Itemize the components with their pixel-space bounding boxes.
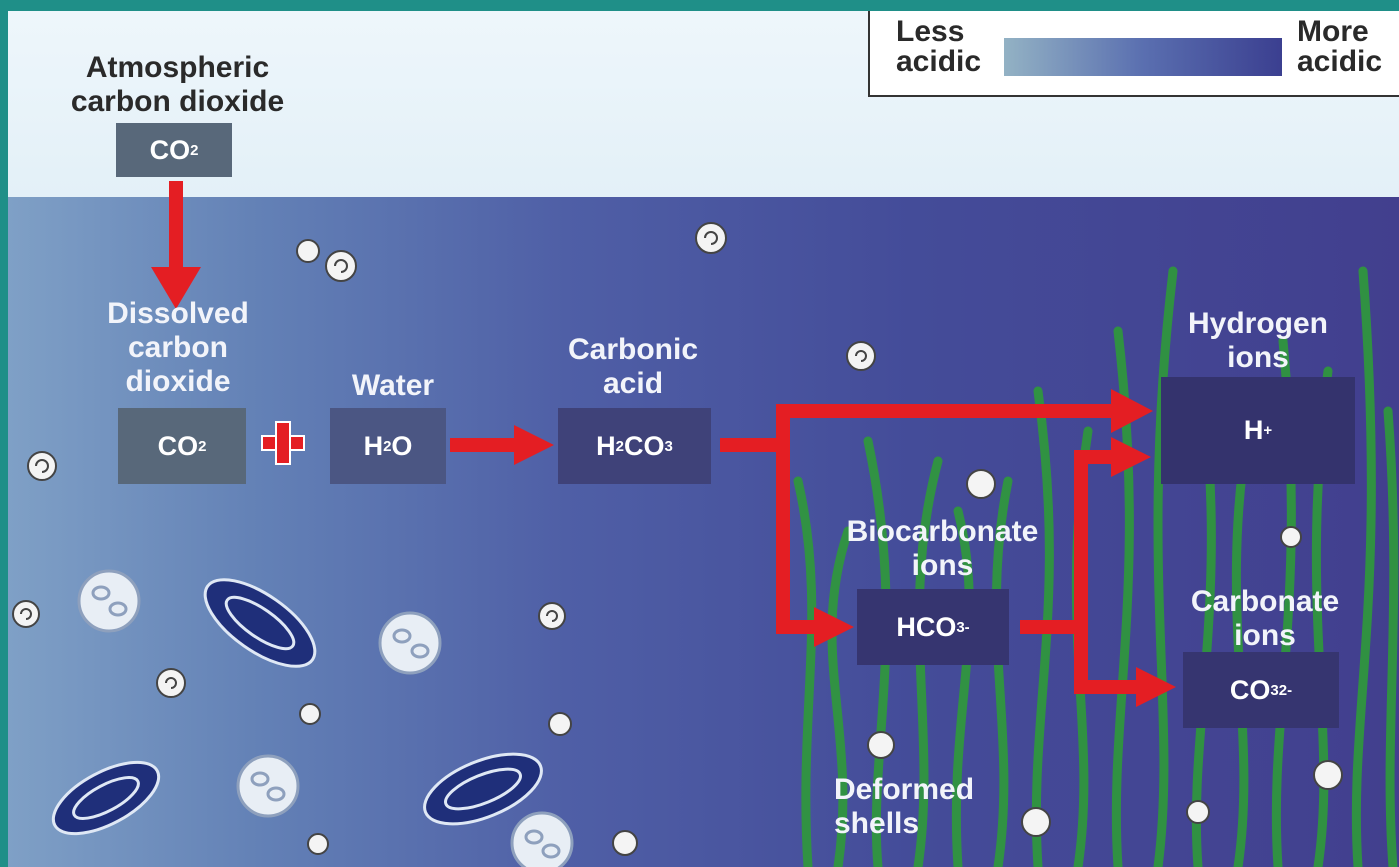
arrow-bicarbonate-to-carbonate <box>1074 627 1138 694</box>
spiral-shell-icon <box>538 602 566 630</box>
deformed-shell-icon <box>1186 800 1210 824</box>
spiral-shell-icon <box>846 341 876 371</box>
spiral-shell-icon <box>27 451 57 481</box>
mussel-icon <box>423 752 543 826</box>
arrowhead <box>1111 389 1153 433</box>
hydrogen-ion-box: H+ <box>1161 377 1355 484</box>
coccoliths <box>77 569 574 867</box>
arrow-layer <box>151 181 1176 707</box>
arrowhead <box>1136 667 1176 707</box>
water-label: Water <box>351 369 435 402</box>
arrowhead <box>1111 437 1151 477</box>
spiral-shell-icon <box>695 222 727 254</box>
shells <box>12 222 1343 856</box>
coccolith-icon <box>236 754 300 818</box>
arrowhead <box>814 607 854 647</box>
acidity-gradient-bar <box>1004 38 1282 76</box>
arrow-bicarbonate-split <box>1020 450 1113 634</box>
deformed-shell-icon <box>966 469 996 499</box>
coccolith-icon <box>510 811 574 867</box>
mussel-icon <box>203 578 317 668</box>
coccolith-icon <box>378 611 442 675</box>
coccolith-icon <box>77 569 141 633</box>
plus-icon <box>261 421 305 465</box>
spiral-shell-icon <box>156 668 186 698</box>
spiral-shell-icon <box>296 239 357 282</box>
arrow-carbonic-to-split <box>720 404 1113 452</box>
spiral-shell-icon <box>307 833 329 855</box>
deformed-shell-icon <box>867 731 895 759</box>
deformed-shell-icon <box>1313 760 1343 790</box>
spiral-shell-icon <box>12 600 40 628</box>
arrowhead <box>151 267 201 309</box>
spiral-shell-icon <box>548 712 572 736</box>
deformed-shell-icon <box>1021 807 1051 837</box>
mussels <box>51 578 543 836</box>
spiral-shell-icon <box>299 703 321 725</box>
arrowhead <box>514 425 554 465</box>
spiral-shell-icon <box>612 830 638 856</box>
mussel-icon <box>51 760 161 836</box>
arrow-carbonic-to-bicarbonate <box>776 445 816 634</box>
deformed-shell-icon <box>1280 526 1302 548</box>
